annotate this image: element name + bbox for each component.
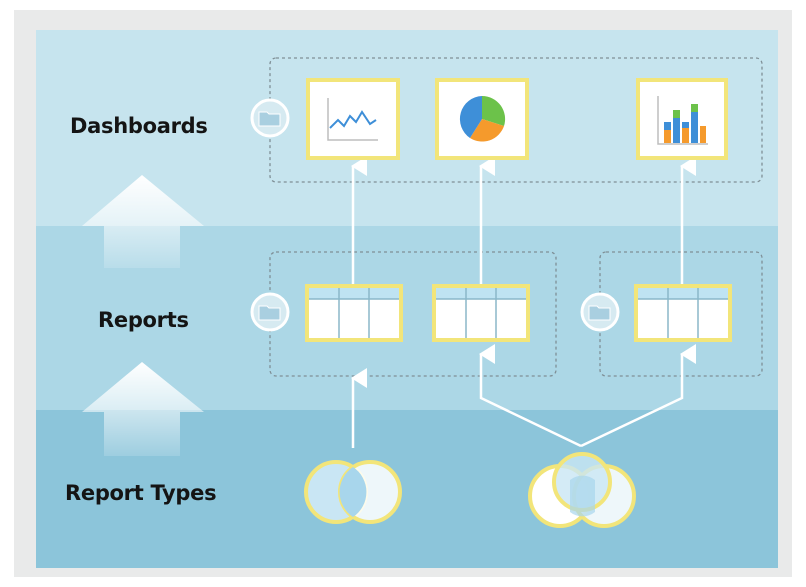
- report-card: [634, 284, 732, 342]
- connector-arrow: [580, 344, 696, 448]
- bar-chart-icon: [657, 96, 708, 145]
- reports-group-left: [269, 251, 557, 377]
- dashboard-card-line-chart: [306, 78, 400, 160]
- report-card: [305, 284, 403, 342]
- report-card: [432, 284, 530, 342]
- table-icon: [638, 288, 728, 338]
- line-chart-icon: [327, 98, 378, 141]
- connector-arrow: [479, 344, 582, 448]
- folder-icon: [580, 292, 620, 332]
- dashboards-label: Dashboards: [70, 114, 208, 138]
- table-icon: [309, 288, 399, 338]
- dashboards-group: [269, 57, 763, 183]
- table-icon: [436, 288, 526, 338]
- up-arrow-icon: [82, 362, 204, 456]
- folder-icon: [250, 98, 290, 138]
- dashboard-card-pie-chart: [435, 78, 529, 160]
- pie-chart-icon: [459, 95, 506, 142]
- reports-label: Reports: [98, 308, 189, 332]
- up-arrow-icon: [82, 175, 204, 268]
- dashboard-card-bar-chart: [636, 78, 728, 160]
- venn-three-circles-icon: [528, 452, 636, 528]
- folder-icon: [250, 292, 290, 332]
- venn-two-circles-icon: [304, 460, 402, 524]
- report-types-label: Report Types: [65, 481, 217, 505]
